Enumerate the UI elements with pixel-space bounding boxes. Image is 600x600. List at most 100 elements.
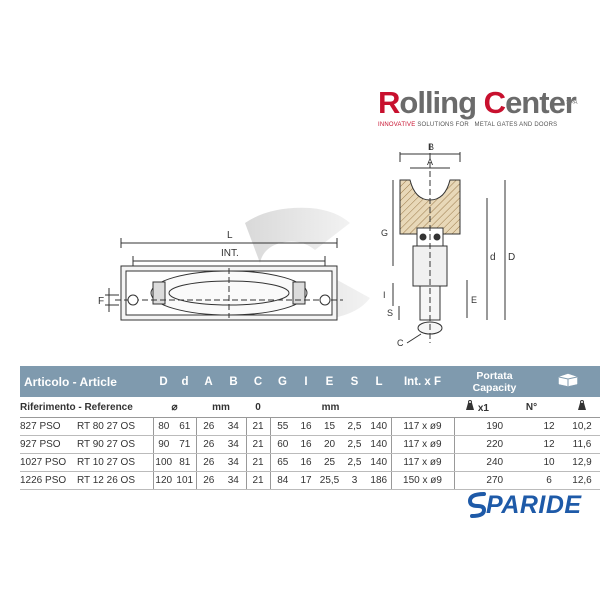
cell-int-f: 117 x ø9: [391, 435, 455, 454]
cell-S: 2,5: [342, 417, 367, 436]
cell-d: 81: [174, 453, 197, 472]
header-d: d: [174, 366, 196, 397]
label-INT: INT.: [221, 248, 239, 259]
cell-B: 34: [221, 417, 247, 436]
header-A: A: [196, 366, 221, 397]
logo-tagline: INNOVATIVE SOLUTIONS FOR METAL GATES AND…: [378, 122, 557, 128]
cell-D: 90: [153, 435, 174, 454]
table-row: 1027 PSO RT 10 27 OS 100 81 26 34 21 65 …: [20, 453, 600, 472]
label-S: S: [387, 308, 393, 318]
cell-I: 16: [295, 417, 317, 436]
logo-brand-rest-2: enter: [505, 85, 577, 120]
package-weight-icon: [578, 400, 586, 410]
label-C: C: [397, 338, 404, 348]
header-D: D: [153, 366, 174, 397]
cell-S: 2,5: [342, 453, 367, 472]
label-D: D: [508, 252, 515, 263]
cell-weight: 11,6: [563, 435, 600, 454]
header-S: S: [342, 366, 367, 397]
cell-C: 21: [246, 471, 271, 490]
cell-B: 34: [221, 471, 247, 490]
side-view: [105, 238, 343, 321]
subheader-count-label: N°: [500, 397, 563, 418]
logo-wordmark: Rolling Center: [378, 85, 577, 120]
cell-d: 71: [174, 435, 197, 454]
side-mount-hole-left: [127, 294, 139, 306]
subheader-empty: [391, 397, 454, 418]
cell-ref: RT 12 26 OS: [77, 471, 154, 490]
header-I: I: [295, 366, 317, 397]
table-header-row: Articolo - Article D d A B C G I E S L I…: [20, 366, 600, 397]
side-bearing-left: [152, 281, 166, 305]
cell-d: 61: [174, 417, 197, 436]
header-capacity-line2: Capacity: [472, 381, 517, 394]
table-row: 827 PSO RT 80 27 OS 80 61 26 34 21 55 16…: [20, 417, 600, 436]
cell-G: 65: [270, 453, 295, 472]
section-ball-right: [433, 233, 441, 241]
cell-I: 16: [295, 435, 317, 454]
cell-B: 34: [221, 453, 247, 472]
dim-C-leader: [406, 333, 422, 344]
cell-int-f: 117 x ø9: [391, 453, 455, 472]
tagline-right: METAL GATES AND DOORS: [474, 122, 558, 128]
section-view: [392, 144, 506, 344]
subheader-angle-unit: 0: [246, 397, 270, 418]
header-capacity: Portata Capacity: [454, 366, 535, 397]
tagline-highlight: INNOVATIVE: [378, 122, 416, 128]
cell-int-f: 117 x ø9: [391, 417, 455, 436]
cell-E: 25,5: [317, 471, 342, 490]
cell-E: 15: [317, 417, 342, 436]
header-C: C: [246, 366, 270, 397]
subheader-weight-count: x1: [454, 397, 500, 418]
subheader-mm-1: mm: [196, 397, 246, 418]
cell-A: 26: [196, 471, 221, 490]
cell-C: 21: [246, 417, 271, 436]
cell-count: 6: [535, 471, 563, 490]
subheader-weight-icon-cell: [563, 397, 600, 418]
subheader-reference: Riferimento - Reference: [20, 397, 153, 418]
cell-S: 3: [342, 471, 367, 490]
subheader-diameter: ⌀: [153, 397, 196, 418]
cell-code: 927 PSO: [20, 435, 77, 454]
side-mount-hole-right: [319, 294, 331, 306]
cell-capacity: 240: [454, 453, 535, 472]
header-L: L: [367, 366, 391, 397]
cell-code: 1027 PSO: [20, 453, 77, 472]
logo-trademark: SPA: [566, 100, 578, 106]
cell-G: 60: [270, 435, 295, 454]
spec-table: Articolo - Article D d A B C G I E S L I…: [20, 366, 600, 490]
cell-weight: 12,6: [563, 471, 600, 490]
logo-r-initial: R: [378, 85, 400, 120]
label-A: A: [427, 157, 433, 167]
header-package: [535, 366, 600, 397]
logo-c-initial: C: [483, 85, 506, 120]
cell-B: 34: [221, 435, 247, 454]
cell-d: 101: [174, 471, 197, 490]
header-G: G: [270, 366, 295, 397]
subheader-mm-2: mm: [270, 397, 391, 418]
label-d: d: [490, 252, 496, 263]
cell-D: 80: [153, 417, 174, 436]
cell-D: 100: [153, 453, 174, 472]
cell-C: 21: [246, 453, 271, 472]
tagline-middle: SOLUTIONS FOR: [415, 122, 469, 128]
cell-E: 20: [317, 435, 342, 454]
cell-capacity: 220: [454, 435, 535, 454]
cell-D: 120: [153, 471, 174, 490]
box-icon: [558, 373, 578, 387]
cell-A: 26: [196, 435, 221, 454]
cell-ref: RT 90 27 OS: [77, 435, 154, 454]
label-L: L: [227, 230, 233, 241]
label-G: G: [381, 228, 388, 238]
cell-count: 12: [535, 417, 563, 436]
paride-wordmark: PARIDE: [486, 491, 582, 519]
cell-capacity: 270: [454, 471, 535, 490]
cell-L: 140: [367, 417, 392, 436]
cell-weight: 12,9: [563, 453, 600, 472]
cell-L: 140: [367, 435, 392, 454]
cell-C: 21: [246, 435, 271, 454]
technical-drawing: L INT. F B A G I S E d D C: [98, 142, 515, 348]
cell-A: 26: [196, 453, 221, 472]
cell-code: 827 PSO: [20, 417, 77, 436]
logo-brand-rest-1: olling: [399, 85, 477, 120]
